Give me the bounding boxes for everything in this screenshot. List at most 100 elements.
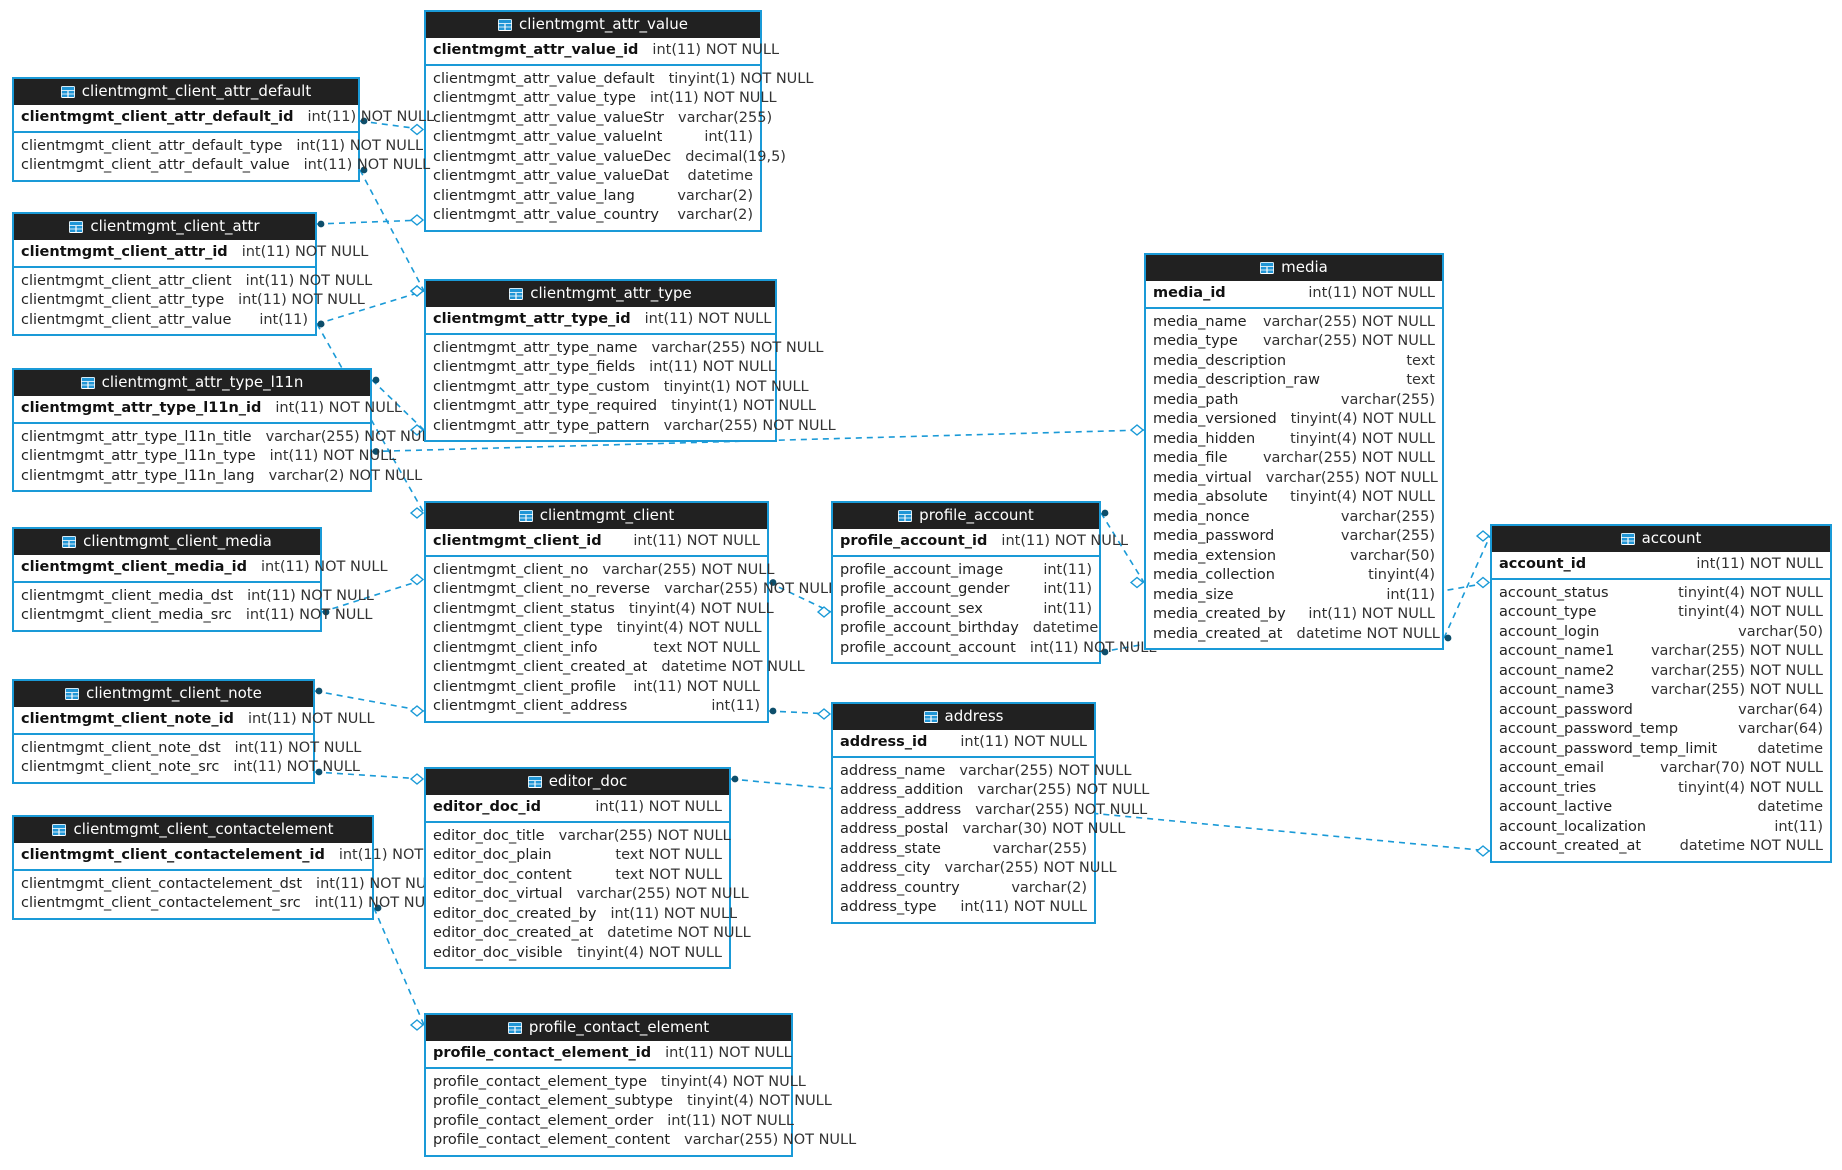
entity-table-clientmgmt_client_attr_default[interactable]: clientmgmt_client_attr_default clientmgm…	[12, 77, 434, 182]
entity-table-clientmgmt_attr_value[interactable]: clientmgmt_attr_value clientmgmt_attr_va…	[424, 10, 813, 232]
edge-endpoint-dot	[1101, 509, 1109, 517]
primary-key-row: clientmgmt_client_attr_default_id int(11…	[14, 105, 434, 133]
column-type: tinyint(1) NOT NULL	[671, 398, 816, 414]
field-row: account_tries tinyint(4) NOT NULL	[1492, 779, 1830, 799]
column-name: profile_contact_element_type	[433, 1073, 647, 1090]
column-name: clientmgmt_attr_value_valueDat	[433, 168, 669, 184]
column-name: clientmgmt_client_contactelement_dst	[21, 875, 303, 892]
entity-table-profile_contact_element[interactable]: profile_contact_element profile_contact_…	[424, 1013, 856, 1157]
field-row: media_description_raw text	[1146, 371, 1442, 391]
column-type: datetime NOT NULL	[1679, 838, 1823, 854]
entity-table-clientmgmt_attr_type_l11n[interactable]: clientmgmt_attr_type_l11n clientmgmt_att…	[12, 368, 438, 492]
column-name: account_password	[1499, 701, 1633, 718]
entity-title: clientmgmt_attr_type	[530, 284, 692, 302]
column-type: int(11) NOT NULL	[649, 90, 777, 106]
column-type: varchar(255)	[1340, 508, 1435, 525]
column-name: editor_doc_plain	[433, 847, 552, 863]
edge-endpoint-diamond	[409, 705, 425, 717]
column-name: media_absolute	[1153, 489, 1268, 505]
field-row: clientmgmt_client_note_src int(11) NOT N…	[14, 758, 360, 778]
entity-table-media[interactable]: media media_id int(11) NOT NULL media_na…	[1144, 253, 1444, 650]
edge-endpoint-dot	[1444, 634, 1452, 642]
field-row: account_login varchar(50)	[1492, 623, 1830, 643]
column-type: varchar(255) NOT NULL	[1262, 450, 1435, 466]
column-type: varchar(255) NOT NULL	[1262, 313, 1435, 330]
column-name: media_file	[1153, 450, 1228, 466]
column-type: tinyint(4) NOT NULL	[616, 620, 762, 636]
column-name: address_state	[840, 840, 941, 857]
entity-table-clientmgmt_client_attr[interactable]: clientmgmt_client_attr clientmgmt_client…	[12, 212, 372, 336]
column-name: account_status	[1499, 584, 1609, 601]
column-type: tinyint(4)	[1368, 567, 1435, 583]
pk-column-type: int(11) NOT NULL	[960, 734, 1087, 750]
field-row: account_name2 varchar(255) NOT NULL	[1492, 662, 1830, 682]
entity-table-clientmgmt_client_note[interactable]: clientmgmt_client_note clientmgmt_client…	[12, 679, 375, 784]
field-row: clientmgmt_client_address int(11)	[426, 697, 767, 717]
column-name: clientmgmt_client_info	[433, 639, 598, 656]
pk-column-type: int(11) NOT NULL	[241, 244, 369, 260]
entity-title: profile_account	[919, 506, 1034, 524]
table-icon	[1260, 261, 1275, 274]
edge-endpoint-dot	[317, 220, 325, 228]
table-icon	[69, 220, 84, 233]
field-row: media_size int(11)	[1146, 586, 1442, 606]
field-row: clientmgmt_client_attr_default_value int…	[14, 156, 430, 176]
entity-table-address[interactable]: address address_id int(11) NOT NULL addr…	[831, 702, 1149, 924]
column-type: datetime	[1032, 620, 1099, 636]
entity-title: profile_contact_element	[528, 1018, 710, 1036]
field-row: media_hidden tinyint(4) NOT NULL	[1146, 430, 1442, 450]
column-type: int(11) NOT NULL	[238, 292, 365, 308]
column-name: address_address	[840, 801, 962, 818]
field-row: clientmgmt_client_info text NOT NULL	[426, 639, 767, 659]
pk-column-name: clientmgmt_client_id	[433, 533, 602, 549]
column-name: clientmgmt_attr_value_lang	[433, 187, 635, 204]
column-name: clientmgmt_client_attr_client	[21, 272, 232, 289]
column-type: varchar(255) NOT NULL	[959, 762, 1132, 779]
entity-table-account[interactable]: account account_id int(11) NOT NULL acco…	[1490, 524, 1832, 863]
entity-table-clientmgmt_client[interactable]: clientmgmt_client clientmgmt_client_id i…	[424, 501, 836, 723]
column-name: clientmgmt_client_type	[433, 620, 603, 636]
field-list: clientmgmt_client_media_dst int(11) NOT …	[14, 583, 374, 630]
column-name: clientmgmt_client_attr_type	[21, 292, 225, 308]
pk-column-type: int(11) NOT NULL	[1001, 533, 1129, 549]
primary-key-row: profile_contact_element_id int(11) NOT N…	[426, 1041, 792, 1069]
table-icon	[62, 535, 77, 548]
column-name: media_description_raw	[1153, 372, 1320, 388]
field-list: clientmgmt_attr_type_name varchar(255) N…	[426, 335, 836, 441]
entity-header: clientmgmt_attr_type	[426, 281, 775, 307]
column-type: varchar(255) NOT NULL	[602, 561, 775, 578]
entity-table-clientmgmt_client_media[interactable]: clientmgmt_client_media clientmgmt_clien…	[12, 527, 388, 632]
primary-key-row: clientmgmt_client_media_id int(11) NOT N…	[14, 555, 388, 583]
column-name: address_addition	[840, 782, 964, 798]
field-row: editor_doc_title varchar(255) NOT NULL	[426, 827, 731, 847]
edge-endpoint-diamond	[409, 507, 425, 519]
column-name: media_type	[1153, 333, 1238, 349]
column-name: media_password	[1153, 528, 1275, 544]
column-name: account_password_temp_limit	[1499, 740, 1718, 757]
column-type: tinyint(4) NOT NULL	[1290, 489, 1435, 505]
edge-endpoint-diamond	[409, 123, 425, 136]
pk-column-name: clientmgmt_client_media_id	[21, 559, 247, 575]
column-name: media_hidden	[1153, 430, 1256, 447]
column-type: varchar(50)	[1350, 547, 1435, 564]
column-type: varchar(255) NOT NULL	[651, 339, 824, 356]
entity-header: profile_account	[833, 503, 1099, 529]
entity-table-profile_account[interactable]: profile_account profile_account_id int(1…	[831, 501, 1156, 664]
field-row: profile_account_sex int(11)	[833, 600, 1099, 620]
column-name: account_name3	[1499, 682, 1615, 698]
entity-title: clientmgmt_attr_type_l11n	[101, 373, 304, 391]
field-row: editor_doc_created_by int(11) NOT NULL	[426, 905, 737, 925]
column-type: int(11) NOT NULL	[633, 678, 760, 695]
field-row: media_password varchar(255)	[1146, 527, 1442, 547]
column-name: media_extension	[1153, 547, 1277, 564]
entity-table-clientmgmt_client_contactelement[interactable]: clientmgmt_client_contactelement clientm…	[12, 815, 465, 920]
field-row: clientmgmt_attr_value_default tinyint(1)…	[426, 70, 813, 90]
column-type: varchar(50)	[1738, 623, 1823, 640]
table-icon	[518, 509, 533, 522]
entity-table-editor_doc[interactable]: editor_doc editor_doc_id int(11) NOT NUL…	[424, 767, 751, 969]
field-row: media_path varchar(255)	[1146, 391, 1442, 411]
column-type: int(11)	[1386, 586, 1435, 603]
pk-column-type: int(11) NOT NULL	[595, 799, 722, 815]
entity-table-clientmgmt_attr_type[interactable]: clientmgmt_attr_type clientmgmt_attr_typ…	[424, 279, 836, 442]
field-row: clientmgmt_attr_type_required tinyint(1)…	[426, 397, 816, 417]
